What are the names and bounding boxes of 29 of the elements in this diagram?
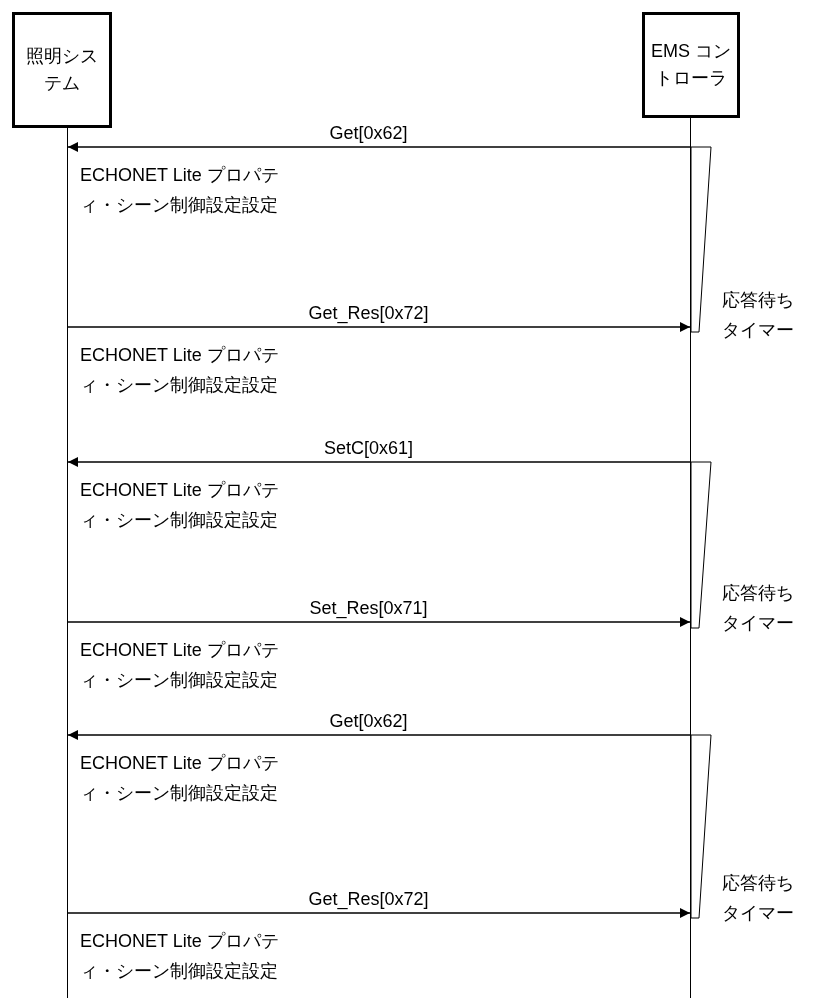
timer-bar bbox=[690, 146, 712, 333]
message-note: ECHONET Lite プロパティ・シーン制御設定設定 bbox=[80, 344, 280, 397]
message-arrow bbox=[67, 457, 691, 467]
timer-label: 応答待ちタイマー bbox=[722, 872, 795, 925]
timer-label: 応答待ちタイマー bbox=[722, 289, 795, 342]
message-arrow bbox=[67, 908, 691, 918]
message-note: ECHONET Lite プロパティ・シーン制御設定設定 bbox=[80, 930, 280, 983]
message-arrow bbox=[67, 617, 691, 627]
participant-name: 照明システム bbox=[25, 45, 99, 95]
timer-bar bbox=[690, 461, 712, 629]
lifeline bbox=[67, 128, 68, 998]
lifeline bbox=[690, 118, 691, 998]
edge-label: Get[0x62] bbox=[327, 711, 410, 731]
edge-label: Get_Res[0x72] bbox=[306, 889, 431, 909]
message-arrow bbox=[67, 322, 691, 332]
timer-bar bbox=[690, 734, 712, 919]
timer-label: 応答待ちタイマー bbox=[722, 582, 795, 635]
lifeline-head-box bbox=[642, 12, 740, 118]
lifeline-head-box bbox=[12, 12, 112, 128]
message-note: ECHONET Lite プロパティ・シーン制御設定設定 bbox=[80, 639, 280, 692]
edge-label: Set_Res[0x71] bbox=[307, 598, 430, 618]
message-note: ECHONET Lite プロパティ・シーン制御設定設定 bbox=[80, 479, 280, 532]
participant-name: EMS コントローラ bbox=[650, 40, 732, 90]
message-arrow bbox=[67, 142, 691, 152]
edge-label: Get_Res[0x72] bbox=[306, 303, 431, 323]
message-arrow bbox=[67, 730, 691, 740]
edge-label: Get[0x62] bbox=[327, 123, 410, 143]
message-note: ECHONET Lite プロパティ・シーン制御設定設定 bbox=[80, 752, 280, 805]
message-note: ECHONET Lite プロパティ・シーン制御設定設定 bbox=[80, 164, 280, 217]
